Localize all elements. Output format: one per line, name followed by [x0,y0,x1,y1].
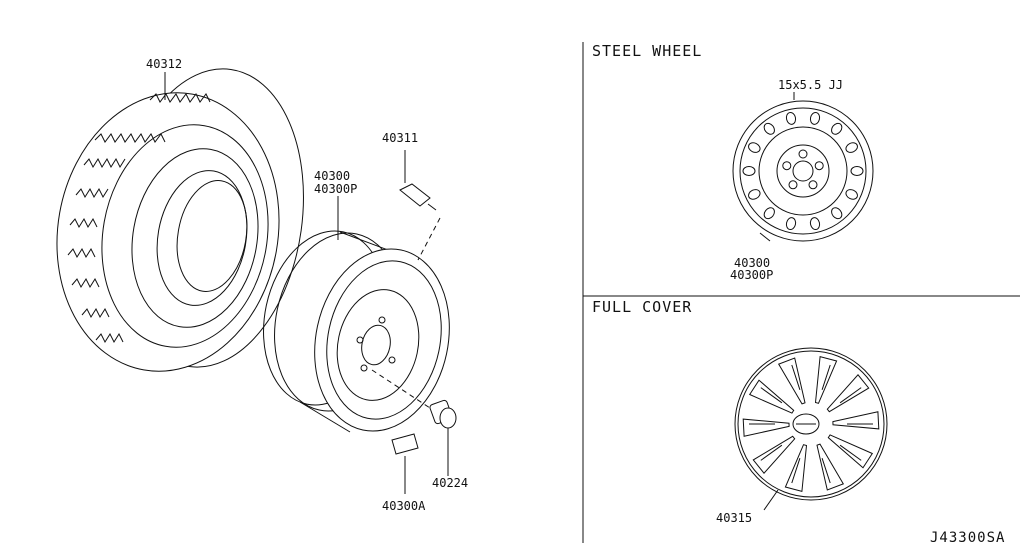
cover-spoke-edge [791,458,801,484]
wheel-part-number: 40300 [314,169,351,183]
vent-hole [809,111,821,125]
cover-spoke [784,444,808,493]
cover-spoke-edge [839,444,862,461]
tire-part-number: 40312 [146,57,183,71]
cover-spoke-edge [821,458,831,484]
cover-spoke [748,379,795,414]
wheel-drawing [263,196,450,433]
lug-hole [798,149,808,159]
vent-hole [831,122,843,135]
cover-spoke-edge [839,387,862,404]
lug-hole [788,180,798,190]
cover-spoke [752,435,796,474]
weight-drawing [391,433,419,494]
vent-hole [742,166,756,176]
steel-wheel-title: STEEL WHEEL [592,42,703,60]
vent-hole [748,142,761,153]
vent-hole [785,217,797,231]
lug-hole [782,161,792,171]
steel-wheel-part-number: 40300 [734,256,771,270]
cover-spoke [827,434,874,469]
lug-hole [808,180,818,190]
vent-hole [748,189,761,200]
wheel-part-number-p: 40300P [314,182,358,196]
vent-hole [845,189,858,200]
full-cover-part-number: 40315 [716,511,753,525]
vent-hole [785,111,797,125]
steel-wheel-holes [742,111,864,231]
full-cover-title: FULL COVER [592,298,693,316]
full-cover-drawing [734,347,888,511]
vent-hole [845,142,858,153]
cover-spoke [826,374,870,413]
cover-spoke-edge [791,364,801,390]
cover-spoke-edge [821,364,831,390]
valve-part-number: 40311 [382,131,419,145]
steel-wheel-size: 15x5.5 JJ [778,78,844,92]
steel-wheel-part-number-p: 40300P [730,268,774,282]
weight-part-number: 40300A [382,499,426,513]
full-cover-spokes [742,355,880,493]
vent-hole [831,207,843,220]
tire-drawing [56,68,304,372]
vent-hole [850,166,864,176]
vent-hole [763,122,775,135]
cover-spoke [742,418,790,437]
valve-drawing [399,150,441,261]
steel-wheel-drawing [732,92,874,242]
nut-part-number: 40224 [432,476,469,490]
cover-spoke [777,357,806,405]
lug-hole [814,161,824,171]
cover-spoke [832,411,880,430]
cover-spoke-edge [760,387,783,404]
vent-hole [809,217,821,231]
cover-spoke [816,443,845,491]
cover-spoke [814,355,838,404]
nut-drawing [371,369,457,476]
cover-spoke-edge [760,444,783,461]
vent-hole [763,207,775,220]
diagram-code: J43300SA [930,530,1006,546]
